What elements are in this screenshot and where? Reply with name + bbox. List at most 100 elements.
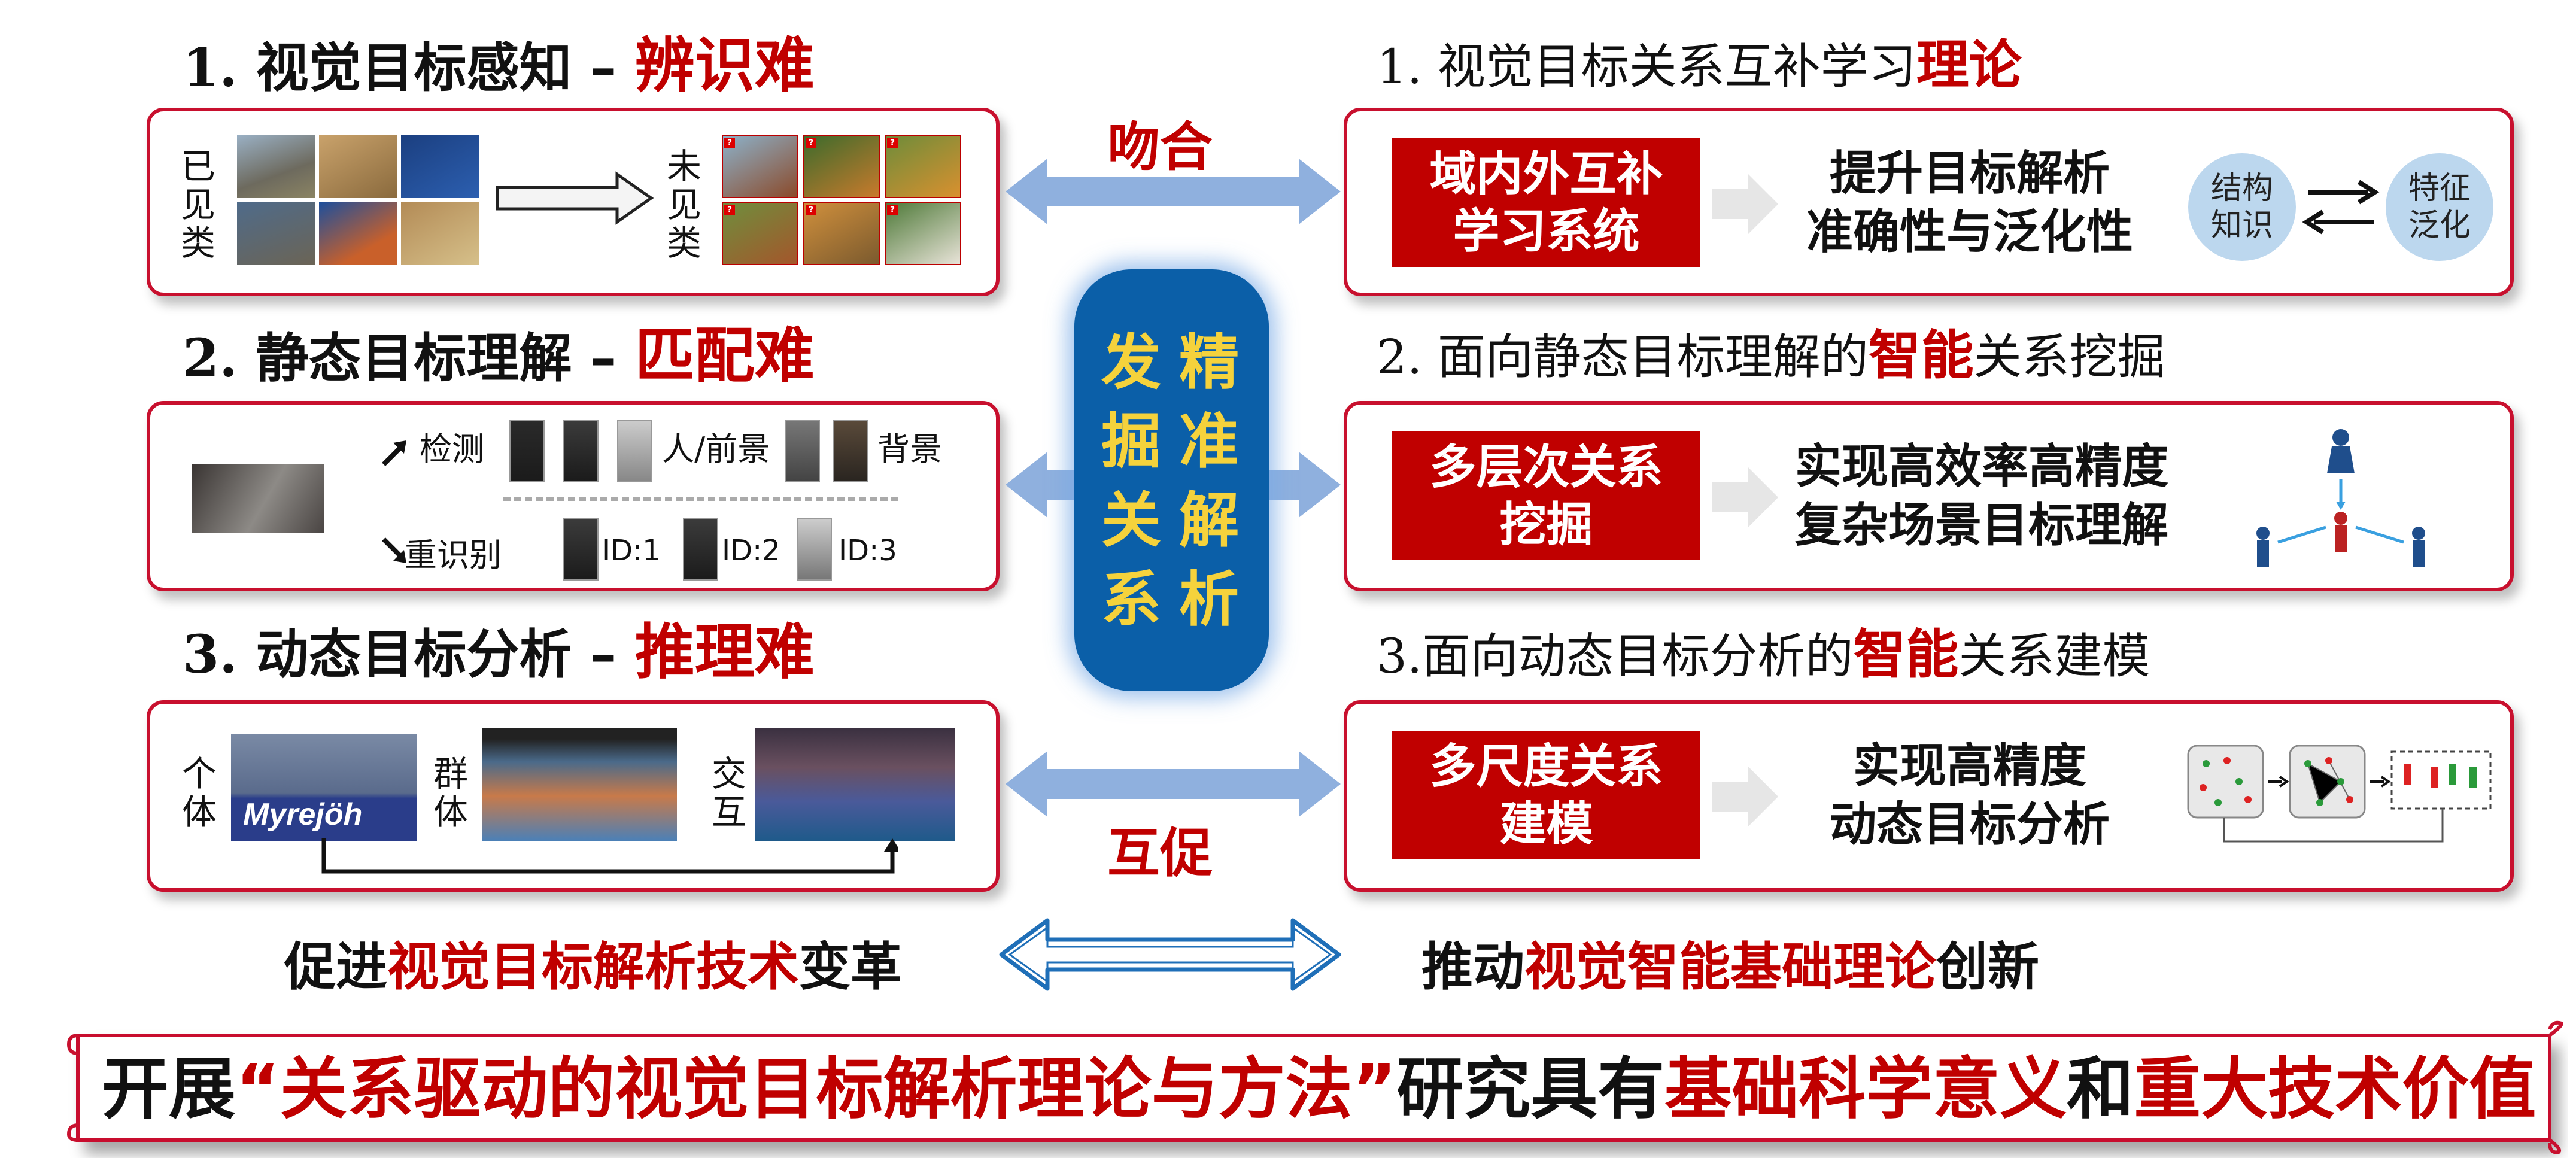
scroll-statement: 开展“关系驱动的视觉目标解析理论与方法”研究具有基础科学意义和重大技术价值 [102, 1050, 2536, 1128]
scene-image [192, 464, 324, 533]
bottom-right-post: 创新 [1936, 937, 2039, 997]
right-sec2-desc: 实现高效率高精度复杂场景目标理解 [1794, 440, 2168, 552]
bottom-double-arrow [1006, 751, 1341, 817]
left-sec1-box: 已见类 未见类 ? ? ? ? ? ? [147, 108, 1000, 296]
right-sec3-desc: 实现高精度动态目标分析 [1829, 739, 2110, 852]
right-sec3-box: 多尺度关系建模 实现高精度动态目标分析 [1344, 700, 2514, 892]
person-relation-icon [2256, 429, 2425, 567]
right-sec3-post: 关系建模 [1958, 628, 2150, 684]
scroll-p6: 重大技术价值 [2134, 1050, 2536, 1128]
right-sec1-box: 域内外互补学习系统 提升目标解析准确性与泛化性 结构知识 特征泛化 [1344, 108, 2514, 296]
reid-crop-1 [563, 518, 599, 581]
right-sec1-heading: 1. 视觉目标关系互补学习理论 [1377, 39, 2022, 92]
right-sec1-hl: 理论 [1916, 34, 2022, 96]
bottom-left-post: 变革 [799, 937, 902, 997]
right-sec2-gray-arrow [1712, 467, 1778, 527]
seen-to-unseen-arrow [496, 171, 654, 225]
id3-label: ID:3 [839, 534, 897, 567]
right-sec2-num: 2. [1377, 329, 1423, 385]
left-sec2-title: 静态目标理解 – [256, 327, 617, 389]
unseen-label: 未见类 [666, 146, 701, 263]
right-sec2-hl: 智能 [1868, 324, 1974, 386]
right-sec1-pre: 视觉目标关系互补学习 [1437, 39, 1916, 95]
left-sec3-hard: 推理难 [634, 617, 815, 687]
left-sec3-title: 动态目标分析 – [256, 624, 617, 685]
bg-crop-2 [833, 420, 868, 482]
reid-crop-2 [683, 518, 718, 581]
tiger-image-2: ? [885, 135, 961, 198]
tiger-image: ? [803, 135, 880, 198]
id2-label: ID:2 [722, 534, 780, 567]
left-sec3-heading: 3. 动态目标分析 – 推理难 [183, 622, 815, 682]
elephant-image [237, 135, 315, 198]
elephant-image-2 [237, 202, 315, 265]
interact-label: 交互 [711, 753, 746, 832]
right-sec3-hl: 智能 [1853, 624, 1959, 685]
reid-crop-3 [797, 518, 832, 581]
detect-crop-2 [563, 420, 599, 482]
detect-label: 检测 [420, 430, 484, 468]
scroll-p2: “关系驱动的视觉目标解析理论与方法” [236, 1050, 1397, 1128]
bottom-right-hl: 视觉智能基础理论 [1524, 937, 1936, 997]
top-match-label: 吻合 [1107, 116, 1213, 178]
right-sec3-pre: 面向动态目标分析的 [1422, 628, 1854, 684]
background-label: 背景 [877, 430, 942, 468]
right-sec3-gray-arrow [1712, 767, 1778, 826]
reid-arrow [382, 537, 406, 563]
seen-images [237, 135, 482, 267]
individual-label: 个体 [181, 753, 217, 832]
bottom-right-statement: 推动视觉智能基础理论创新 [1421, 925, 2039, 999]
left-sec3-box: 个体 Myrejöh 群体 交互 [147, 700, 1000, 892]
dashed-divider [503, 497, 898, 501]
right-sec3-heading: 3.面向动态目标分析的智能关系建模 [1377, 628, 2150, 681]
octopus-image-2 [319, 202, 397, 265]
right-sec1-num: 1. [1377, 39, 1423, 95]
id1-label: ID:1 [602, 534, 661, 567]
left-sec2-num: 2. [183, 327, 238, 389]
right-sec2-post: 关系挖掘 [1973, 329, 2165, 385]
bottom-left-statement: 促进视觉目标解析技术变革 [284, 925, 902, 999]
cheetah-image [319, 135, 397, 198]
group-image [482, 728, 677, 841]
bg-crop-1 [785, 420, 820, 482]
left-sec1-heading: 1. 视觉目标感知 – 辨识难 [183, 36, 815, 96]
timeline-connector [321, 838, 898, 874]
seen-label: 已见类 [180, 146, 215, 263]
left-sec2-box: 检测 人/前景 背景 重识别 ID:1 ID:2 ID:3 [147, 401, 1000, 591]
feature-generalization-circle: 特征泛化 [2386, 153, 2493, 261]
scroll-banner: 开展“关系驱动的视觉目标解析理论与方法”研究具有基础科学意义和重大技术价值 [66, 1017, 2568, 1158]
right-sec3-redbox: 多尺度关系建模 [1392, 731, 1700, 859]
group-label: 群体 [433, 753, 468, 832]
scroll-p1: 开展 [102, 1050, 236, 1128]
right-sec2-redbox: 多层次关系挖掘 [1392, 431, 1700, 560]
center-pill: 发掘关系 精准解析 [1074, 269, 1269, 691]
person-fg-label: 人/前景 [662, 430, 770, 468]
right-sec2-heading: 2. 面向静态目标理解的智能关系挖掘 [1377, 329, 2165, 382]
detect-crop-1 [509, 420, 545, 482]
tiger-image-3: ? [803, 202, 880, 265]
scroll-p4: 基础科学意义 [1664, 1050, 2067, 1128]
unseen-images: ? ? ? ? ? ? [722, 135, 967, 267]
graph-modeling-icon [2187, 745, 2492, 843]
bottom-left-pre: 促进 [284, 937, 387, 997]
left-sec1-title: 视觉目标感知 – [256, 37, 617, 99]
scroll-p3: 研究具有 [1396, 1050, 1665, 1128]
horse-image-2: ? [722, 202, 798, 265]
right-sec1-redbox: 域内外互补学习系统 [1392, 138, 1700, 267]
detect-crop-3 [617, 420, 652, 482]
structure-knowledge-circle: 结构知识 [2188, 153, 2296, 261]
left-sec1-num: 1. [183, 37, 238, 99]
detect-arrow [382, 440, 406, 466]
reid-label: 重识别 [405, 536, 502, 574]
left-sec2-heading: 2. 静态目标理解 – 匹配难 [183, 326, 815, 386]
exchange-arrows-icon [2302, 180, 2380, 235]
left-sec1-hard: 辨识难 [634, 31, 815, 101]
pill-col-2: 精准解析 [1179, 327, 1239, 634]
bottom-left-hl: 视觉目标解析技术 [387, 937, 799, 997]
left-sec3-num: 3. [183, 623, 238, 685]
pill-col-1: 发掘关系 [1101, 327, 1161, 634]
horse-image: ? [722, 135, 798, 198]
scroll-p5: 和 [2067, 1050, 2134, 1128]
right-sec3-num: 3. [1377, 628, 1423, 684]
scroll-frame [66, 1020, 2564, 1154]
